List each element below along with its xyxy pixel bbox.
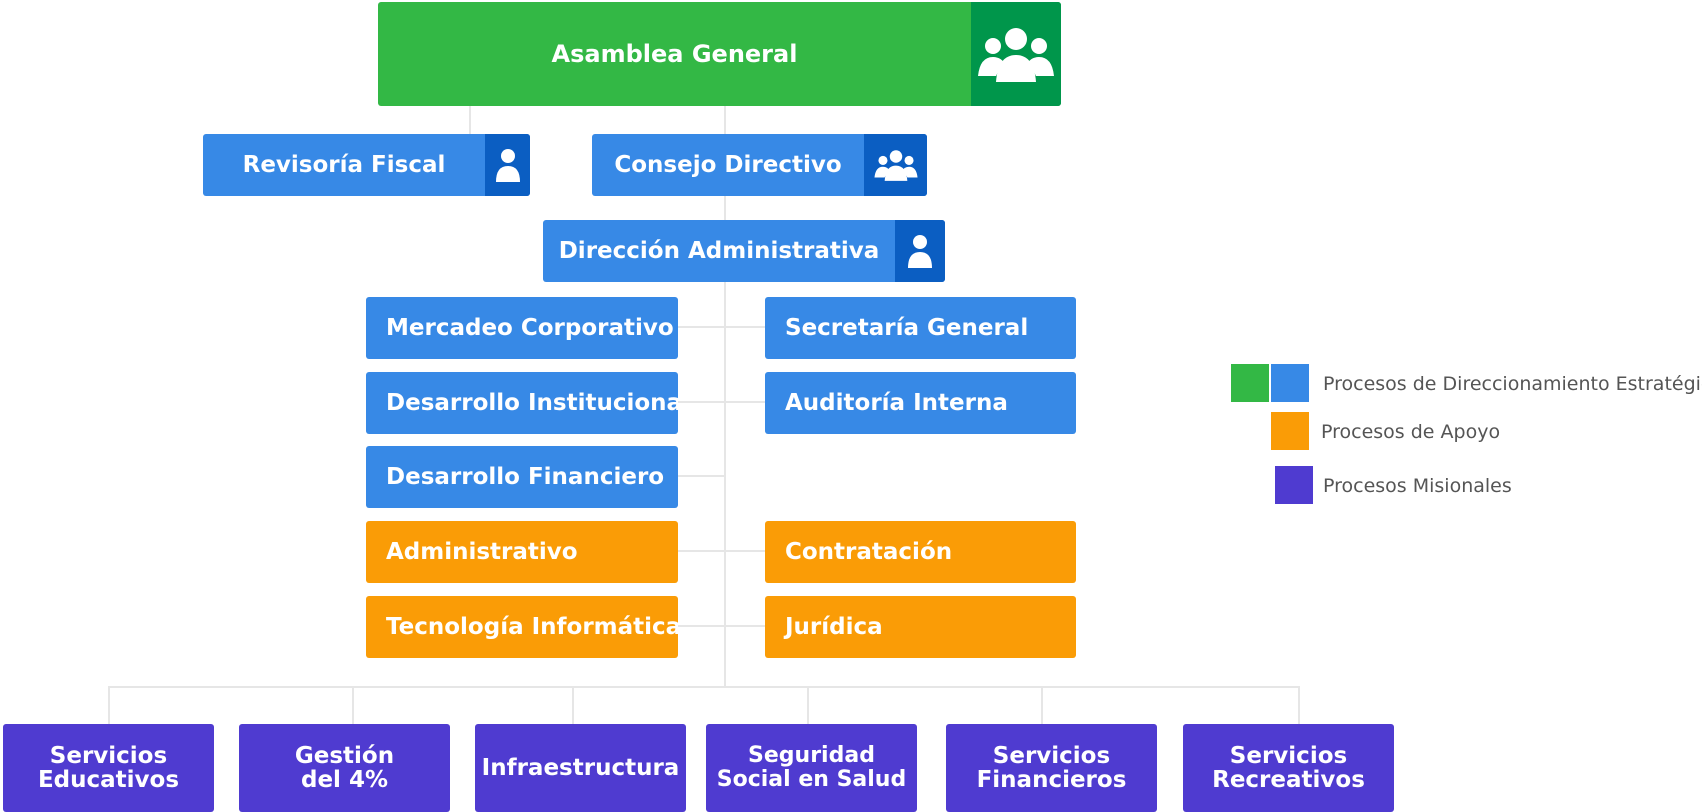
node-asamblea-general: Asamblea General	[378, 2, 1061, 106]
node-revisoria-fiscal: Revisoría Fiscal	[203, 134, 530, 196]
node-label: Revisoría Fiscal	[242, 152, 446, 178]
node-label: Asamblea General	[551, 40, 798, 68]
legend-swatch-purple	[1275, 466, 1313, 504]
node-consejo-directivo: Consejo Directivo	[592, 134, 927, 196]
node-direccion-administrativa: Dirección Administrativa	[543, 220, 945, 282]
node-contratacion: Contratación	[765, 521, 1076, 583]
connector-line	[108, 686, 1300, 688]
legend-swatch-blue	[1271, 364, 1309, 402]
legend-apoyo: Procesos de Apoyo	[1321, 421, 1501, 443]
connector-line	[572, 686, 574, 724]
node-label: Auditoría Interna	[785, 390, 1008, 416]
node-label: Secretaría General	[785, 315, 1029, 341]
connector-line	[807, 686, 809, 724]
person-icon	[485, 134, 530, 196]
node-label: Servicios Recreativos	[1212, 743, 1365, 793]
node-auditoria-interna: Auditoría Interna	[765, 372, 1076, 434]
node-label: Contratación	[785, 539, 953, 565]
node-servicios-recreativos: Servicios Recreativos	[1183, 724, 1394, 812]
legend-direccionamiento: Procesos de Direccionamiento Estratégico	[1323, 373, 1702, 395]
node-servicios-educativos: Servicios Educativos	[3, 724, 214, 812]
node-gestion-del-4: Gestión del 4%	[239, 724, 450, 812]
node-infraestructura: Infraestructura	[475, 724, 686, 812]
legend-swatch-green	[1231, 364, 1269, 402]
legend-swatch-orange	[1271, 412, 1309, 450]
node-label: Desarrollo Financiero	[386, 464, 665, 490]
legend-misionales: Procesos Misionales	[1323, 475, 1512, 497]
node-label: Gestión del 4%	[294, 743, 395, 793]
node-desarrollo-financiero: Desarrollo Financiero	[366, 446, 678, 508]
connector-line	[1298, 686, 1300, 724]
node-juridica: Jurídica	[765, 596, 1076, 658]
connector-line	[676, 326, 766, 328]
node-label: Administrativo	[386, 539, 578, 565]
group-icon	[971, 2, 1061, 106]
node-administrativo: Administrativo	[366, 521, 678, 583]
node-seguridad-social-en-salud: Seguridad Social en Salud	[706, 724, 917, 812]
node-secretaria-general: Secretaría General	[765, 297, 1076, 359]
node-label: Dirección Administrativa	[558, 238, 880, 264]
connector-line	[352, 686, 354, 724]
node-label: Tecnología Informática	[386, 614, 678, 640]
person-icon	[895, 220, 945, 282]
node-label: Desarrollo Institucional	[386, 390, 678, 416]
connector-line	[724, 106, 726, 688]
node-tecnologia-informatica: Tecnología Informática	[366, 596, 678, 658]
node-label: Consejo Directivo	[614, 152, 842, 178]
connector-line	[469, 106, 471, 134]
connector-line	[676, 401, 766, 403]
node-label: Servicios Financieros	[976, 743, 1127, 793]
node-label: Seguridad Social en Salud	[716, 743, 907, 792]
node-label: Infraestructura	[481, 755, 680, 781]
connector-line	[676, 625, 766, 627]
node-servicios-financieros: Servicios Financieros	[946, 724, 1157, 812]
connector-line	[108, 686, 110, 724]
node-mercadeo-corporativo: Mercadeo Corporativo	[366, 297, 678, 359]
connector-line	[1041, 686, 1043, 724]
connector-line	[676, 475, 725, 477]
node-label: Mercadeo Corporativo	[386, 315, 674, 341]
connector-line	[676, 550, 766, 552]
node-label: Servicios Educativos	[37, 743, 180, 793]
group-icon	[864, 134, 927, 196]
node-label: Jurídica	[785, 614, 883, 640]
node-desarrollo-institucional: Desarrollo Institucional	[366, 372, 678, 434]
